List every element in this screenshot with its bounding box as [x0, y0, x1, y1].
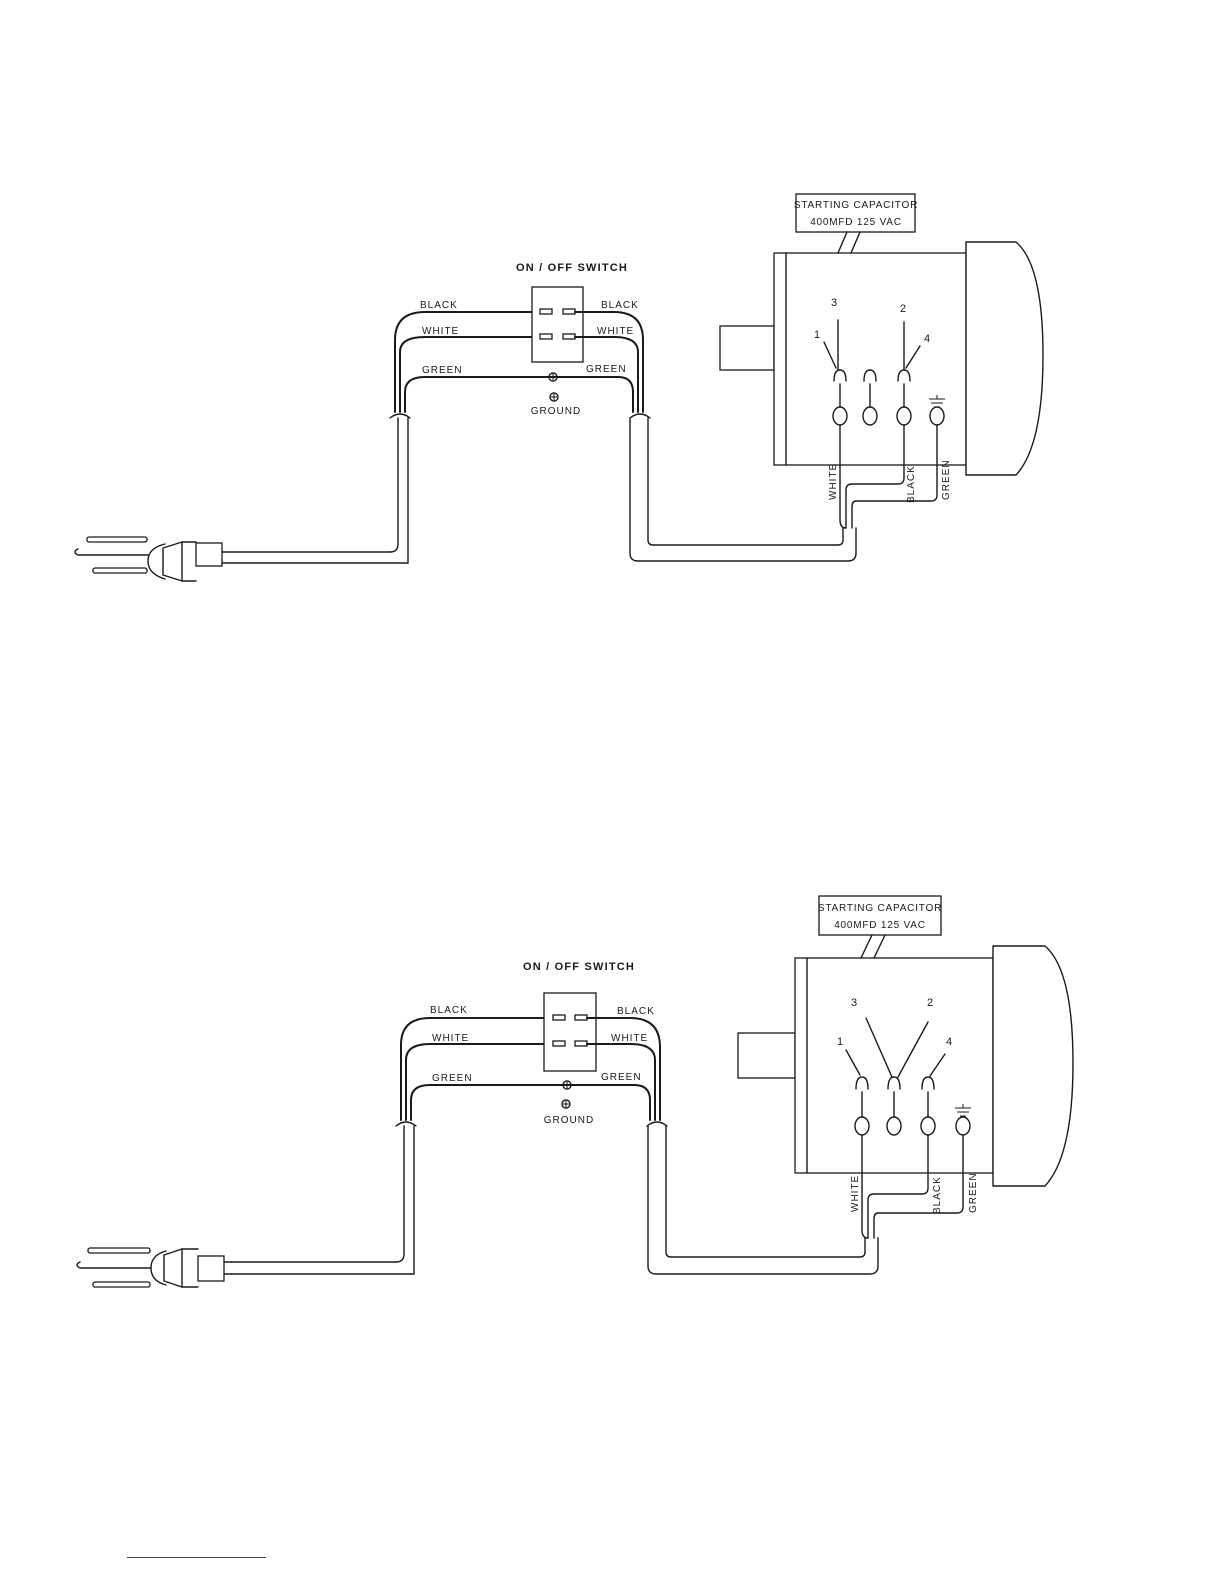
wiring-diagram-1: ON / OFF SWITCH STARTING CAPACITOR 400MF…: [75, 194, 1043, 581]
left-wire-black-label-2: BLACK: [430, 1005, 468, 1016]
right-wire-white-label-1: WHITE: [597, 326, 634, 337]
footer-rule: [127, 1557, 266, 1558]
motor-1: [720, 242, 1043, 475]
left-wire-black-label-1: BLACK: [420, 300, 458, 311]
terminal-number-2-b: 2: [927, 997, 933, 1009]
left-wire-white-label-2: WHITE: [432, 1033, 469, 1044]
right-wire-black-label-1: BLACK: [601, 300, 639, 311]
wiring-diagram-2: ON / OFF SWITCH STARTING CAPACITOR 400MF…: [77, 896, 1073, 1287]
capacitor-line1-2: STARTING CAPACITOR: [818, 903, 942, 914]
motor-2: [738, 946, 1073, 1186]
capacitor-line2-1: 400MFD 125 VAC: [810, 217, 902, 228]
motor-lead-black-label-1: BLACK: [906, 465, 917, 503]
capacitor-line2-2: 400MFD 125 VAC: [834, 920, 926, 931]
on-off-switch-2[interactable]: [544, 993, 596, 1071]
terminal-number-3-a: 3: [831, 297, 837, 309]
motor-lead-green-label-2: GREEN: [968, 1172, 979, 1213]
right-wire-green-label-1: GREEN: [586, 364, 627, 375]
terminal-number-4-a: 4: [924, 333, 930, 345]
left-wire-green-label-1: GREEN: [422, 365, 463, 376]
motor-lead-white-label-2: WHITE: [850, 1175, 861, 1212]
right-wire-black-label-2: BLACK: [617, 1006, 655, 1017]
power-plug-1: [75, 537, 408, 581]
left-wire-bundle-2: [401, 1018, 567, 1120]
left-wire-green-label-2: GREEN: [432, 1073, 473, 1084]
ground-label-1: GROUND: [531, 406, 581, 417]
motor-lead-black-label-2: BLACK: [932, 1176, 943, 1214]
right-wire-white-label-2: WHITE: [611, 1033, 648, 1044]
left-wire-white-label-1: WHITE: [422, 326, 459, 337]
terminal-number-4-b: 4: [946, 1036, 952, 1048]
terminal-number-1-a: 1: [814, 329, 820, 341]
capacitor-line1-1: STARTING CAPACITOR: [794, 200, 918, 211]
terminal-number-1-b: 1: [837, 1036, 843, 1048]
right-wire-green-label-2: GREEN: [601, 1072, 642, 1083]
motor-lead-green-label-1: GREEN: [941, 459, 952, 500]
switch-title-1: ON / OFF SWITCH: [516, 262, 628, 274]
switch-title-2: ON / OFF SWITCH: [523, 961, 635, 973]
motor-lead-white-label-1: WHITE: [828, 463, 839, 500]
left-wire-bundle-1: [395, 312, 553, 412]
left-cable-2: [396, 1122, 416, 1274]
ground-label-2: GROUND: [544, 1115, 594, 1126]
terminal-number-2-a: 2: [900, 303, 906, 315]
left-cable-1: [390, 414, 410, 563]
power-plug-2: [77, 1248, 414, 1287]
on-off-switch-1[interactable]: [532, 287, 583, 362]
terminal-number-3-b: 3: [851, 997, 857, 1009]
